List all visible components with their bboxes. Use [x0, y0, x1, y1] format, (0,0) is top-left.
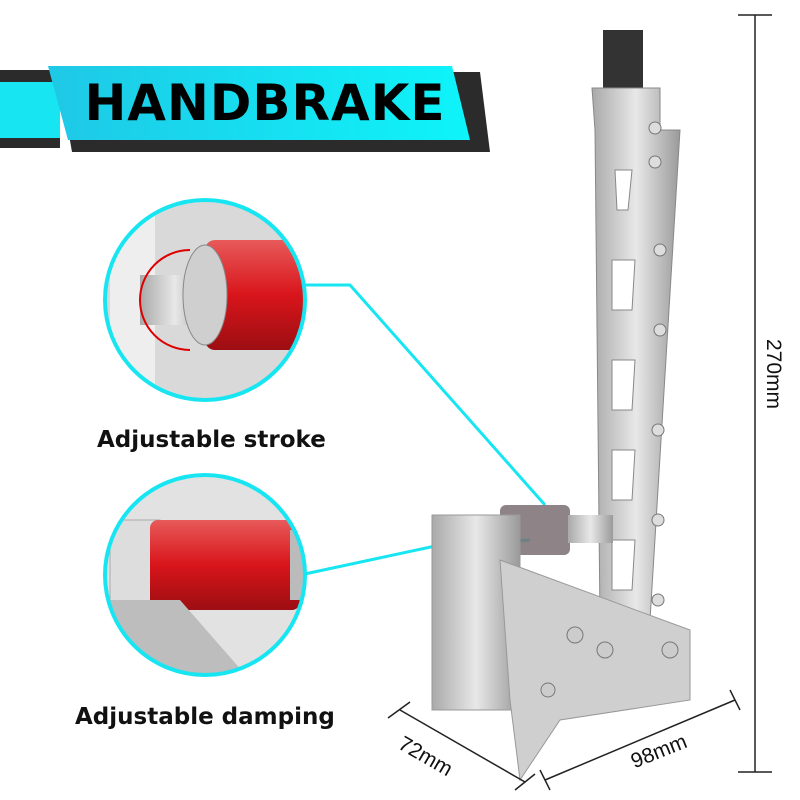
height-dimension: 270mm: [762, 338, 786, 410]
title-banner: [0, 66, 490, 152]
damping-detail-photo: [105, 475, 305, 675]
page-title: HANDBRAKE: [84, 74, 446, 132]
stroke-detail-photo: [105, 200, 305, 400]
feature-label-damping: Adjustable damping: [75, 704, 335, 730]
connector-line: [300, 283, 547, 506]
handbrake-device: [431, 30, 691, 782]
dimension-lines: [387, 14, 772, 791]
feature-label-stroke: Adjustable stroke: [97, 427, 326, 453]
